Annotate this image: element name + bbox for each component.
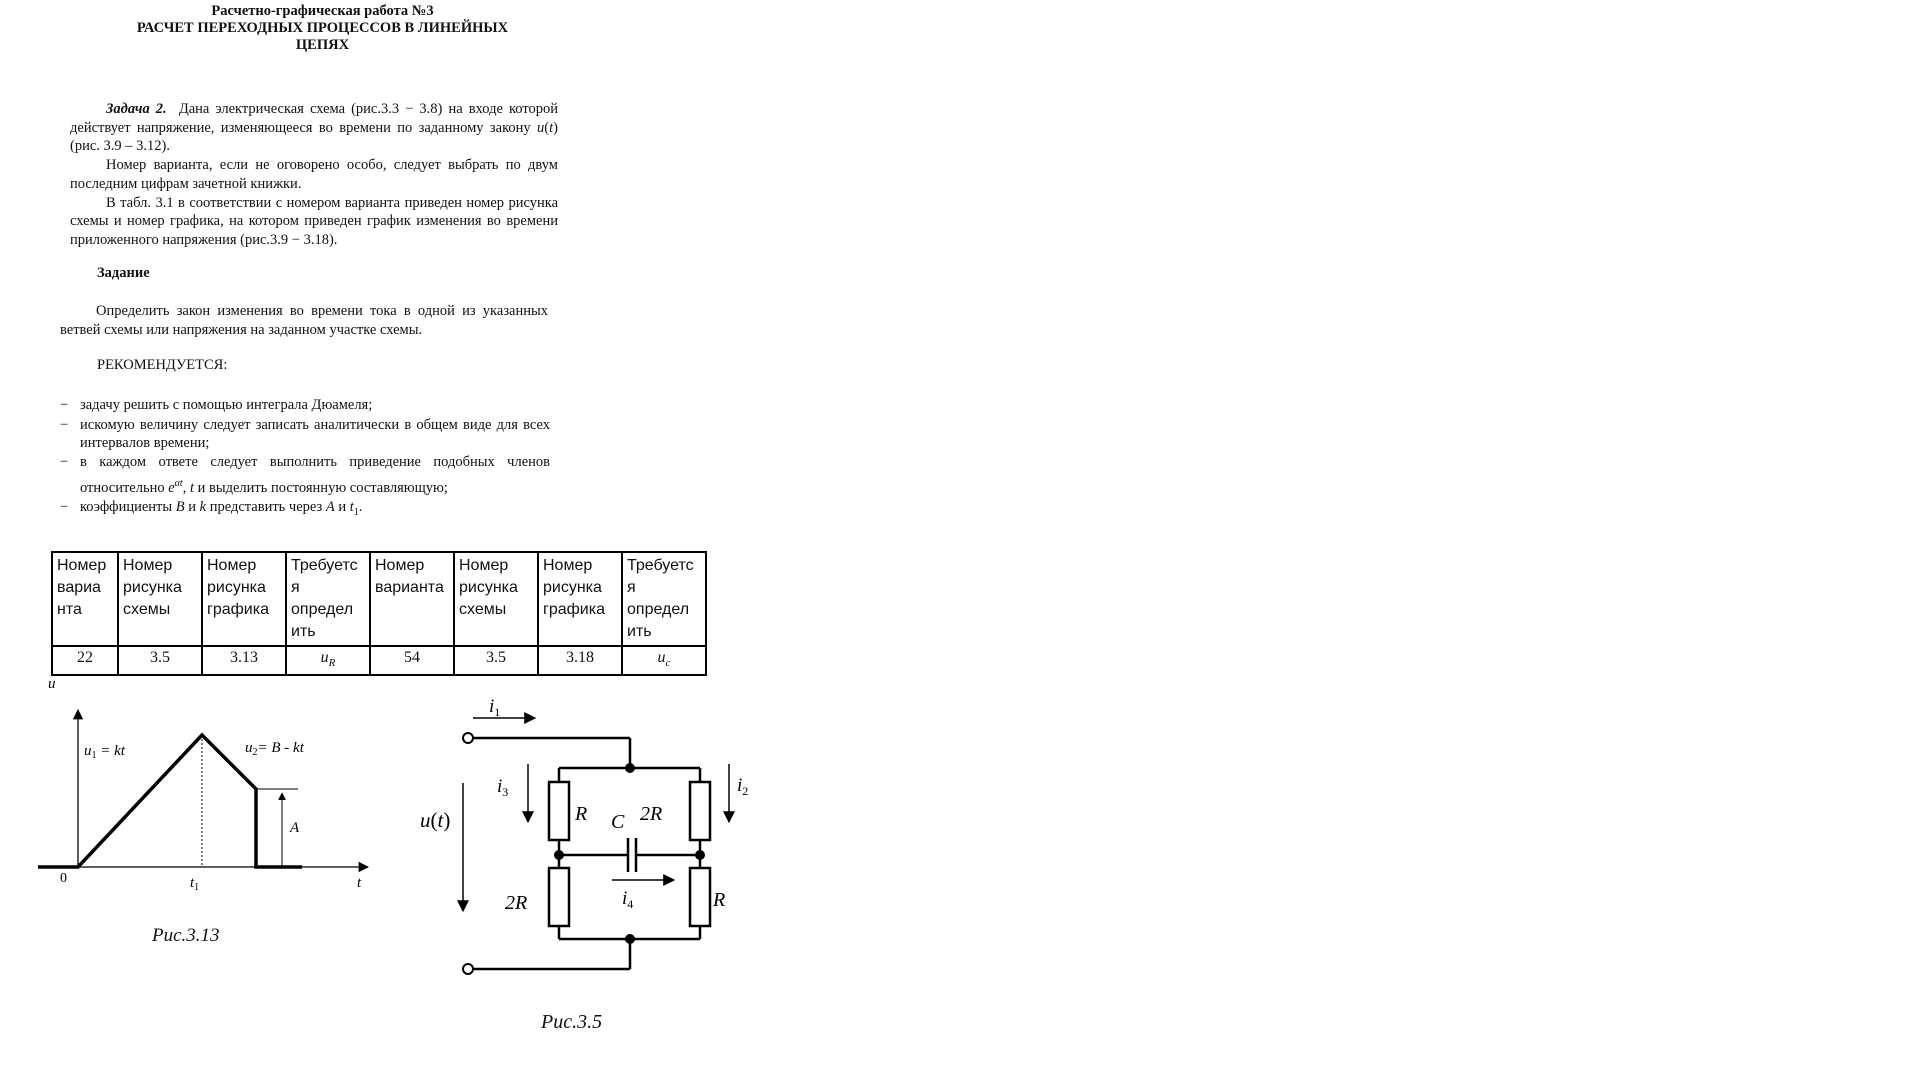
table-cell: uR [285, 644, 371, 677]
title-line-3: ЦЕПЯХ [295, 37, 350, 53]
node-right [695, 850, 705, 860]
table-cell: uc [621, 644, 707, 677]
u2-label: u2= B - kt [245, 740, 305, 758]
i3-label: i3 [497, 776, 508, 799]
table-header-cell: Требуетс я определ ить [621, 551, 707, 647]
a-label: A [289, 820, 300, 836]
table-cell: 3.5 [453, 644, 539, 677]
table-header-cell: Требуетс я определ ить [285, 551, 371, 647]
i1-label: i1 [489, 696, 500, 719]
capacitor-label: C [611, 811, 625, 833]
task-paragraph-2: Номер варианта, если не оговорено особо,… [70, 157, 558, 192]
resistor-2r-top [688, 780, 712, 842]
2r-top-label: 2R [640, 803, 662, 825]
assignment-heading: Задание [97, 265, 150, 281]
ut-label: u(t) [420, 808, 450, 832]
table-header-cell: Номер вариа нта [51, 551, 119, 647]
assignment-text: Определить закон изменения во времени то… [60, 303, 548, 338]
resistor-r-top [547, 780, 571, 842]
task-label: Задача 2. [106, 101, 167, 117]
r-bottom-label: R [712, 889, 725, 911]
circuit-caption: Рис.3.5 [541, 1011, 603, 1033]
table-header-cell: Номер рисунка графика [201, 551, 287, 647]
graph-caption: Рис.3.13 [152, 925, 220, 946]
voltage-waveform [38, 732, 302, 869]
input-terminal-top [462, 732, 474, 744]
t1-label: t1 [190, 875, 199, 893]
table-header-cell: Номер рисунка графика [537, 551, 623, 647]
node-top [625, 763, 635, 773]
2r-bottom-label: 2R [505, 892, 527, 914]
table-cell: 3.18 [537, 644, 623, 677]
document-title: Расчетно-графическая работа №3 РАСЧЕТ ПЕ… [50, 3, 595, 54]
table-header-cell: Номер рисунка схемы [117, 551, 203, 647]
i2-label: i2 [737, 775, 748, 798]
list-item: −искомую величину следует записать анали… [60, 416, 550, 451]
list-item: −задачу решить с помощью интеграла Дюаме… [60, 397, 373, 413]
node-bottom [625, 934, 635, 944]
i4-label: i4 [622, 888, 633, 911]
table-row: 22 3.5 3.13 uR 54 3.5 3.18 uc [51, 644, 707, 677]
title-line-1: Расчетно-графическая работа №3 [211, 3, 434, 19]
circuit-diagram: i1 i3 i2 i4 u(t) R C 2R 2R R [420, 696, 748, 975]
origin-label: 0 [60, 871, 67, 886]
r-top-label: R [574, 803, 587, 825]
table-header-cell: Номер рисунка схемы [453, 551, 539, 647]
table-cell: 3.13 [201, 644, 287, 677]
node-left [554, 850, 564, 860]
task-paragraph-3: В табл. 3.1 в соответствии с номером вар… [70, 194, 558, 248]
list-item: −коэффициенты B и k представить через A … [60, 499, 363, 519]
u1-label: u1 = kt [84, 743, 126, 761]
task-description: Задача 2. Дана электрическая схема (рис.… [70, 100, 558, 250]
resistor-r-bottom [688, 866, 712, 928]
task-paragraph-1: Задача 2. Дана электрическая схема (рис.… [70, 101, 558, 155]
table-cell: 54 [369, 644, 455, 677]
table-cell: 3.5 [117, 644, 203, 677]
table-header-row: Номер вариа нта Номер рисунка схемы Номе… [51, 551, 707, 647]
variant-table: Номер вариа нта Номер рисунка схемы Номе… [51, 551, 707, 677]
table-header-cell: Номер варианта [369, 551, 455, 647]
recommend-heading: РЕКОМЕНДУЕТСЯ: [97, 357, 228, 373]
input-terminal-bottom [462, 963, 474, 975]
u-axis-label: u [48, 676, 56, 692]
title-line-2: РАСЧЕТ ПЕРЕХОДНЫХ ПРОЦЕССОВ В ЛИНЕЙНЫХ [136, 20, 509, 36]
t-axis-label: t [357, 875, 362, 891]
resistor-2r-bottom [547, 866, 571, 928]
table-cell: 22 [51, 644, 119, 677]
voltage-graph: u t 0 A t1 u1 = kt u2= B - kt [38, 676, 370, 893]
list-item: −в каждом ответе следует выполнить приве… [60, 453, 550, 496]
recommendations-list: −задачу решить с помощью интеграла Дюаме… [60, 396, 550, 523]
